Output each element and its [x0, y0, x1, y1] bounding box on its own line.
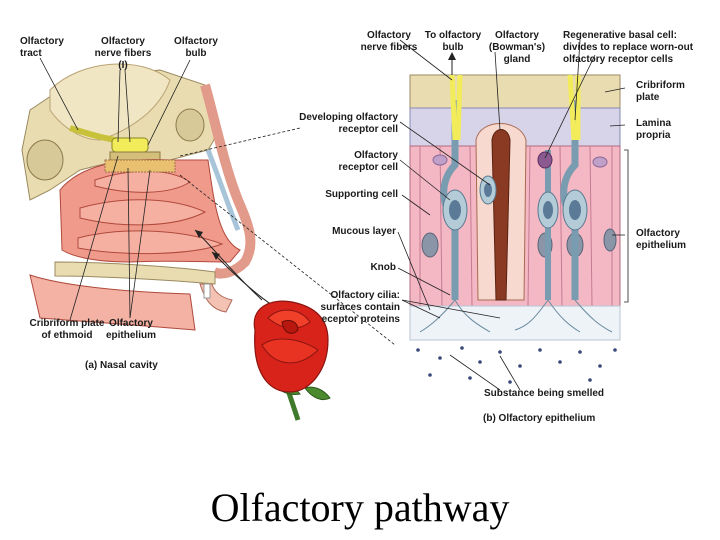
label-mucous-layer: Mucous layer: [332, 226, 396, 237]
odor-molecules: [416, 346, 617, 384]
tooth: [203, 283, 211, 299]
label-cribriform-ethmoid: Cribriform plate of ethmoid: [29, 318, 105, 341]
label-cribriform-plate-right: Cribriform plate: [636, 80, 685, 103]
label-olfactory-epithelium-left: Olfactory epithelium: [105, 318, 156, 341]
label-to-olfactory-bulb: To olfactory bulb: [424, 30, 482, 53]
label-olfactory-bulb-left: Olfactory bulb: [174, 36, 218, 59]
label-olfactory-epithelium-right: Olfactory epithelium: [636, 228, 687, 251]
caption-olfactory-epithelium: (b) Olfactory epithelium: [483, 413, 596, 424]
rose-petal: [261, 338, 319, 364]
airflow-arrow: [194, 229, 263, 301]
receptor-cells: [440, 100, 588, 300]
hard-palate: [54, 261, 216, 285]
middle-concha: [79, 199, 207, 226]
label-supporting-cell: Supporting cell: [325, 189, 398, 200]
superior-concha: [94, 170, 191, 193]
label-nerve-fibers-right: Olfactory nerve fibers: [360, 30, 418, 53]
label-basal-cell: Regenerative basal cell: divides to repl…: [563, 30, 694, 65]
airflow-arrowhead: [195, 230, 203, 238]
nasal-bone: [205, 149, 241, 231]
label-lamina-propria: Lamina propria: [636, 118, 672, 141]
nasal-leader-lines: [39, 57, 396, 346]
cribriform-bone-band: [409, 74, 621, 109]
caption-nasal-cavity: (a) Nasal cavity: [85, 360, 158, 371]
label-olfactory-cilia: Olfactory cilia: surfaces contain ecepto…: [320, 290, 400, 325]
slide-title: Olfactory pathway: [210, 485, 510, 530]
label-knob: Knob: [370, 262, 396, 273]
epithelium-bracket: [624, 149, 629, 303]
sinus: [26, 139, 64, 181]
olfactory-epithelium-region: [104, 159, 176, 173]
label-substance-smelled: Substance being smelled: [484, 388, 605, 399]
rose-illustration: [253, 300, 331, 421]
to-bulb-arrowhead: [448, 52, 456, 60]
rose-petal: [267, 309, 311, 329]
rose-stem: [285, 389, 301, 421]
label-nerve-fibers-left: Olfactory nerve fibers (I): [94, 36, 152, 71]
epithelium-leader-lines: [397, 39, 626, 391]
label-bowmans-gland: Olfactory (Bowman's) gland: [488, 30, 546, 65]
rose-leaf: [304, 386, 331, 401]
sinus: [175, 108, 205, 142]
basal-cells: [432, 154, 608, 168]
label-olfactory-tract: Olfactory tract: [20, 36, 64, 59]
nerve-fiber-bundles: [449, 74, 581, 141]
epithelium-illustration: [397, 39, 629, 391]
supporting-cell-borders: [419, 145, 613, 307]
inferior-concha: [77, 230, 224, 255]
label-developing-receptor-cell: Developing olfactory receptor cell: [299, 112, 398, 135]
label-receptor-cell: Olfactory receptor cell: [338, 150, 398, 173]
olfactory-cilia: [419, 299, 613, 333]
rose-petal: [281, 319, 299, 334]
mucous-layer-band: [409, 305, 621, 341]
bowmans-gland-duct: [491, 129, 511, 301]
airflow-arrowhead: [212, 252, 220, 260]
